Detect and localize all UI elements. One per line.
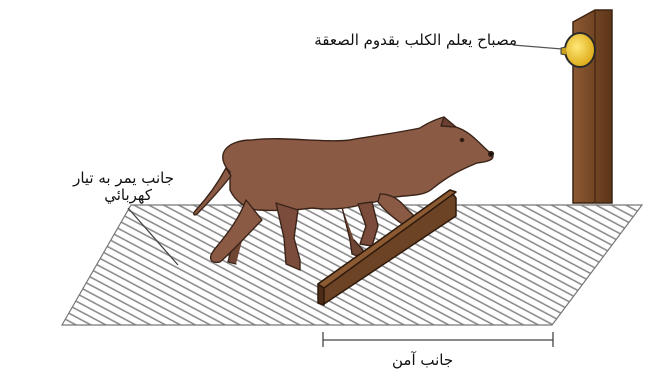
electric-side-pointer-line — [127, 207, 179, 266]
electric-side-label: جانب يمر به تيار كهربائي — [73, 169, 174, 205]
lamp-label: مصباح يعلم الكلب بقدوم الصعقة — [314, 31, 517, 49]
electric-side-label-line1: جانب يمر به تيار — [73, 169, 174, 187]
divider-barrier — [317, 189, 457, 306]
lamp-pointer-line — [512, 44, 563, 50]
safe-side-bracket — [322, 332, 554, 347]
warning-lamp-icon — [560, 32, 596, 68]
electric-side-label-line2: كهربائي — [104, 186, 152, 205]
safe-side-label: جانب آمن — [392, 351, 454, 369]
dog-illustration — [193, 116, 495, 271]
